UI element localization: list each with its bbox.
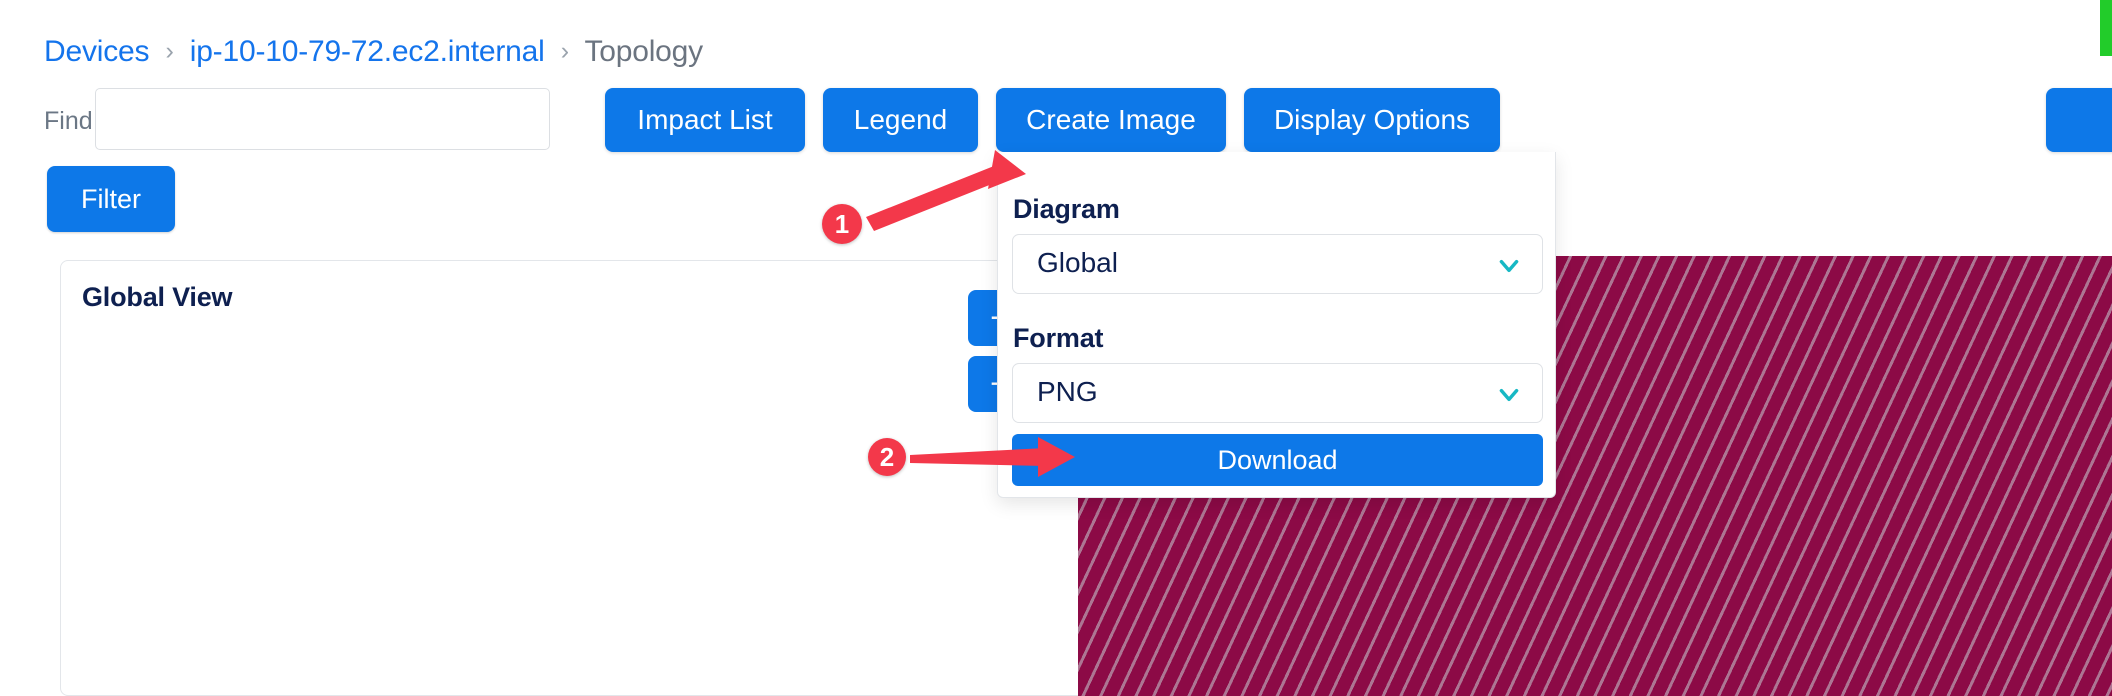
format-select-value: PNG [1037,376,1098,407]
legend-button[interactable]: Legend [823,88,978,152]
display-options-button[interactable]: Display Options [1244,88,1500,152]
breadcrumb-item-device[interactable]: ip-10-10-79-72.ec2.internal [189,35,545,68]
create-image-button[interactable]: Create Image [996,88,1226,152]
breadcrumb-item-topology: Topology [584,35,703,68]
save-button[interactable]: S [2046,88,2112,152]
format-label: Format [1013,323,1104,353]
breadcrumb: Devices › ip-10-10-79-72.ec2.internal › … [44,32,703,73]
breadcrumb-item-devices[interactable]: Devices [44,35,150,68]
impact-list-button[interactable]: Impact List [605,88,805,152]
status-indicator-bar [2100,0,2112,56]
annotation-badge-2: 2 [868,438,906,476]
diagram-label: Diagram [1013,194,1120,224]
chevron-down-icon [1496,253,1522,279]
search-input[interactable] [95,88,550,150]
diagram-select[interactable]: Global [1012,234,1543,294]
breadcrumb-separator-icon: › [560,37,569,65]
download-button[interactable]: Download [1012,434,1543,486]
chevron-down-icon [1496,382,1522,408]
find-label: Find [44,107,93,135]
diagram-select-value: Global [1037,247,1118,278]
filter-button[interactable]: Filter [47,166,175,232]
breadcrumb-separator-icon: › [165,37,174,65]
format-select[interactable]: PNG [1012,363,1543,423]
panel-title: Global View [82,282,233,312]
annotation-badge-1: 1 [822,204,862,244]
create-image-dropdown: Diagram Global Format PNG Download [997,152,1556,498]
